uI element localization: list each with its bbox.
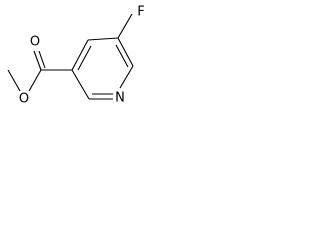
bond-c2-c3: [71, 69, 90, 100]
methyl-5-fluoronicotinate-structure: F N O O: [7, 5, 145, 107]
bond-c3-c4-inner: [77, 45, 92, 71]
atom-label-nitrogen: N: [115, 91, 125, 106]
bond-carbonyl-c-ester-o: [28, 69, 42, 92]
atom-label-ester-oxygen: O: [19, 92, 29, 107]
bond-c5-c6-inner: [115, 44, 129, 68]
atom-label-fluorine: F: [137, 5, 144, 20]
bond-c5-f: [117, 13, 133, 39]
bond-carbonyl-c-o-double-b: [38, 50, 46, 69]
bond-c6-n1: [119, 65, 134, 89]
atom-label-carbonyl-oxygen: O: [30, 35, 40, 50]
bond-carbonyl-c-o-double-a: [33, 50, 42, 71]
bond-ester-o-methyl: [7, 69, 21, 92]
bond-c4-c5: [87, 37, 119, 41]
bond-c3-c4: [71, 39, 89, 71]
bond-c5-c6: [117, 37, 134, 67]
